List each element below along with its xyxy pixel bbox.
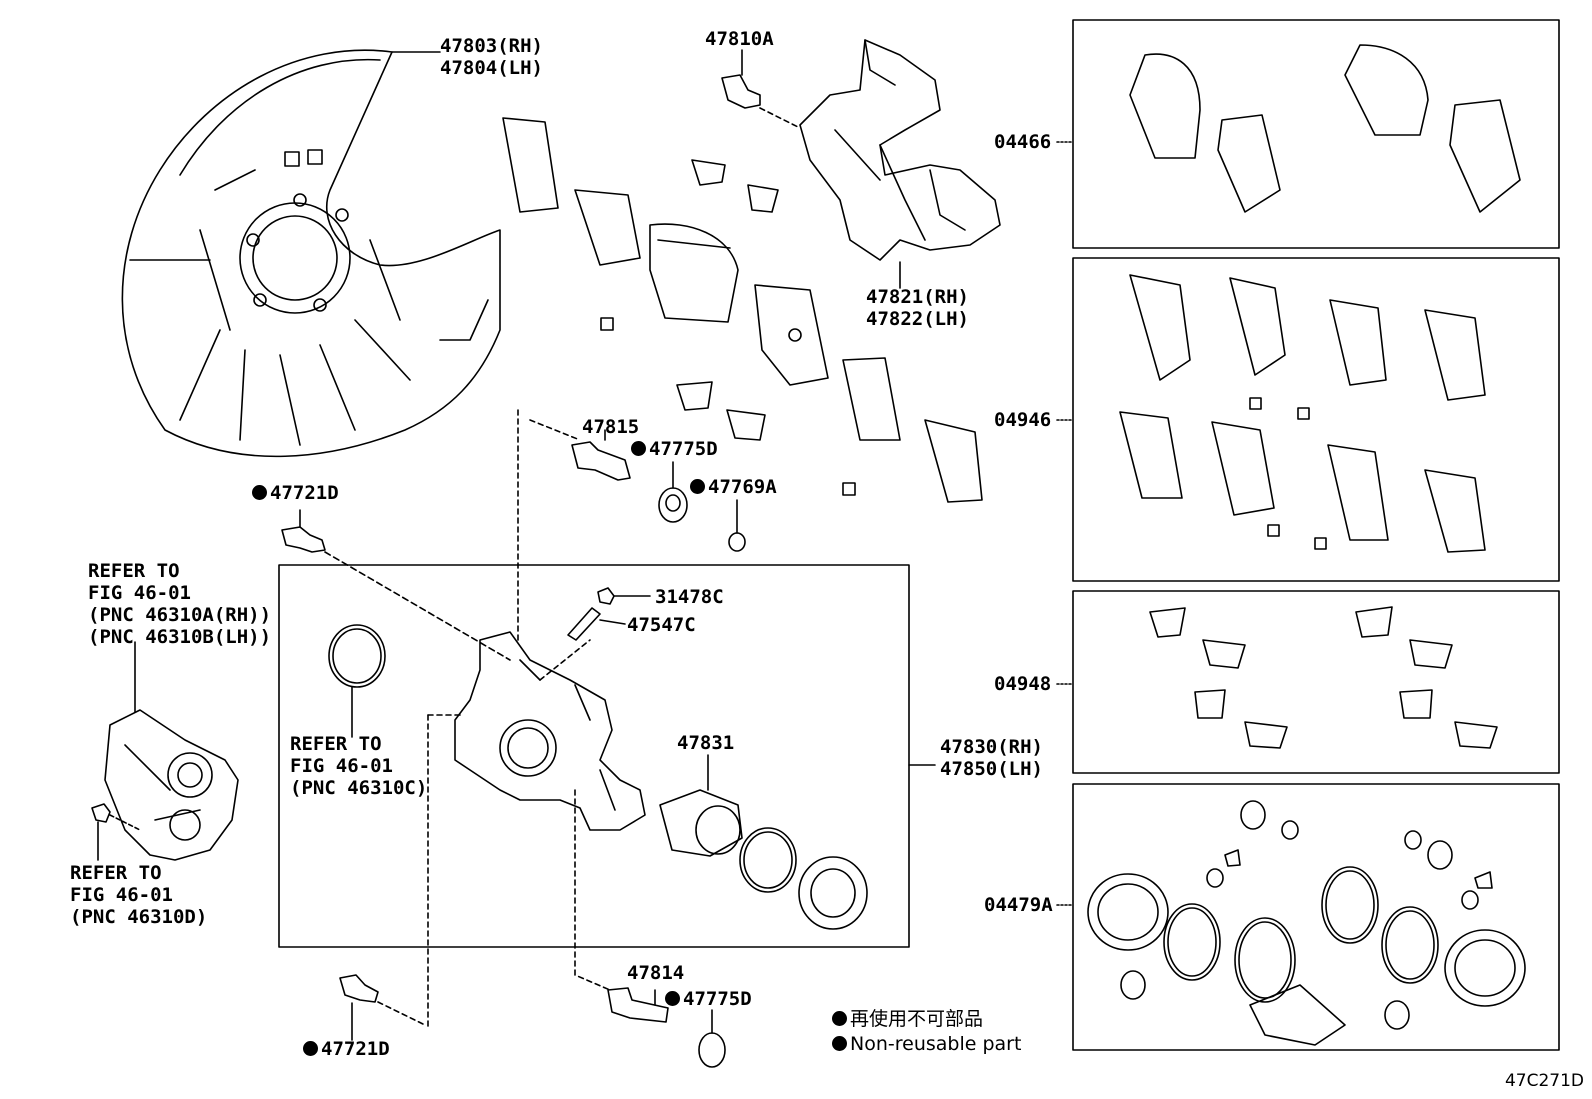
- screw-drawing: [91, 803, 111, 823]
- kit-04948-box: [1072, 590, 1560, 774]
- dust-shield-drawing: [121, 49, 501, 458]
- label-47822: 47822(LH): [866, 308, 969, 330]
- label-47775d-upper: 47775D: [631, 438, 718, 460]
- bolt-47721d-upper-drawing: [281, 526, 326, 553]
- refer-screw-1: REFER TO: [70, 862, 162, 884]
- caliper-body-drawing: [454, 631, 646, 831]
- label-47775d-lower: 47775D: [665, 988, 752, 1010]
- pin-47814-drawing: [607, 987, 669, 1023]
- label-47821: 47821(RH): [866, 286, 969, 308]
- kit-04946-shims: [1119, 274, 1486, 553]
- kit-04466-box: [1072, 19, 1560, 249]
- refer-screw-3: (PNC 46310D): [70, 906, 208, 928]
- bleeder-47547c-drawing: [567, 607, 601, 641]
- legend-dot-icon: [832, 1036, 847, 1051]
- label-kit-04466: 04466: [994, 131, 1052, 153]
- refer-motor-2: FIG 46-01: [88, 582, 191, 604]
- ring-drawing: [328, 624, 386, 688]
- label-47831: 47831: [677, 732, 735, 754]
- refer-screw-2: FIG 46-01: [70, 884, 173, 906]
- label-47814: 47814: [627, 962, 685, 984]
- label-kit-04946: 04946: [994, 409, 1052, 431]
- kit-04948-clips: [1149, 606, 1498, 749]
- legend-dot-icon: [832, 1011, 847, 1026]
- refer-ring-3: (PNC 46310C): [290, 777, 428, 799]
- piston-47831-drawing: [659, 789, 743, 857]
- refer-motor-1: REFER TO: [88, 560, 180, 582]
- label-47721d-lower: 47721D: [303, 1038, 390, 1060]
- motor-drawing: [104, 709, 239, 861]
- pin-47815-drawing: [571, 441, 631, 481]
- label-47547c: 47547C: [627, 614, 696, 636]
- seal-drawing: [739, 827, 797, 893]
- kit-04946-box: [1072, 257, 1560, 582]
- non-reusable-dot-icon: [690, 479, 705, 494]
- legend-jp: 再使用不可部品: [832, 1005, 983, 1033]
- bolt-47721d-lower-drawing: [339, 974, 379, 1003]
- label-47803: 47803(RH): [440, 35, 543, 57]
- non-reusable-dot-icon: [665, 991, 680, 1006]
- pad-shims-top: [502, 117, 983, 503]
- mounting-bracket-drawing: [799, 39, 1001, 261]
- label-47850: 47850(LH): [940, 758, 1043, 780]
- label-47804: 47804(LH): [440, 57, 543, 79]
- caliper-group-box: [278, 564, 910, 948]
- kit-04479a-box: [1072, 783, 1560, 1051]
- kit-04466-pads: [1129, 44, 1521, 213]
- kit-04479a-seals: [1087, 800, 1526, 1046]
- non-reusable-dot-icon: [252, 485, 267, 500]
- refer-motor-3: (PNC 46310A(RH)): [88, 604, 272, 626]
- label-47810a: 47810A: [705, 28, 774, 50]
- cap-31478c-drawing: [597, 587, 615, 605]
- label-47815: 47815: [582, 416, 640, 438]
- label-47721d-upper: 47721D: [252, 482, 339, 504]
- diagram-code: 47C271D: [1504, 1071, 1584, 1091]
- refer-ring-2: FIG 46-01: [290, 755, 393, 777]
- non-reusable-dot-icon: [631, 441, 646, 456]
- boot-47775d-lower-drawing: [698, 1032, 726, 1068]
- label-47830: 47830(RH): [940, 736, 1043, 758]
- label-47769a: 47769A: [690, 476, 777, 498]
- label-kit-04479a: 04479A: [984, 894, 1053, 916]
- bolt-47810a-drawing: [721, 74, 761, 109]
- boot-47775d-drawing: [658, 487, 688, 523]
- label-kit-04948: 04948: [994, 673, 1052, 695]
- label-31478c: 31478C: [655, 586, 724, 608]
- refer-motor-4: (PNC 46310B(LH)): [88, 626, 272, 648]
- boot-drawing: [798, 856, 868, 930]
- bush-47769a-drawing: [728, 532, 746, 552]
- refer-ring-1: REFER TO: [290, 733, 382, 755]
- non-reusable-dot-icon: [303, 1041, 318, 1056]
- legend-en: Non-reusable part: [832, 1030, 1021, 1058]
